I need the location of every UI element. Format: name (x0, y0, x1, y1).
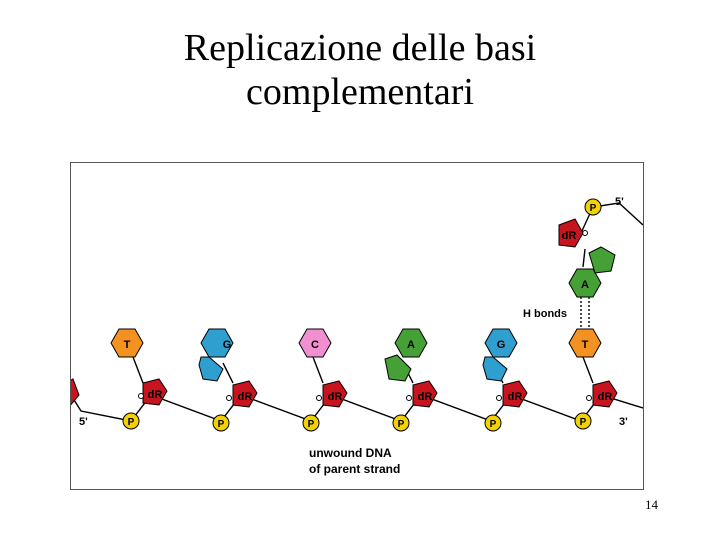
title-line-1: Replicazione delle basi (183, 27, 537, 69)
phosphate-label: P (218, 419, 225, 430)
base-a-hexagon (394, 328, 428, 358)
new-5prime-label: 5' (615, 196, 624, 208)
base-t2-hexagon (568, 328, 602, 358)
base-label-c: C (311, 339, 319, 351)
parent-3prime-label: 3' (619, 416, 628, 428)
h-bonds-label: H bonds (523, 308, 567, 320)
title-line-2: complementari (246, 71, 474, 113)
base-g2-pentagon (482, 356, 508, 382)
base-label-g: G (223, 339, 232, 351)
dna-replication-diagram: T G C A G T A (70, 162, 644, 490)
caption-line-1: unwound DNA (309, 446, 392, 460)
sugar-label: dR (508, 391, 523, 403)
sugar-label: dR (328, 391, 343, 403)
sugar-label: dR (598, 391, 613, 403)
phosphate-label: P (490, 419, 497, 430)
phosphate-label: P (308, 419, 315, 430)
base-label-g2: G (497, 339, 506, 351)
parent-sugars (142, 378, 618, 408)
base-g2-hexagon (484, 328, 518, 358)
base-g-pentagon (198, 356, 224, 382)
incoming-sugar (558, 218, 584, 248)
base-t-hexagon (110, 328, 144, 358)
page-number: 14 (645, 497, 658, 512)
sugar-label: dR (148, 389, 163, 401)
incoming-phosphate (584, 198, 602, 216)
sugar-label: dR (418, 391, 433, 403)
base-a-pentagon (384, 354, 412, 382)
caption-line-2: of parent strand (309, 462, 400, 476)
sugar-oxygen-dots (138, 230, 592, 401)
slide-title: Replicazione delle basi complementari (0, 26, 720, 114)
phosphate-label: P (580, 417, 587, 428)
sugar-pentagon-edge (71, 378, 80, 406)
phosphate-label: P (398, 419, 405, 430)
base-c-hexagon (298, 328, 332, 358)
h-bond-lines (580, 297, 590, 329)
incoming-a-hexagon (568, 268, 602, 298)
diagram-canvas: T G C A G T A (71, 196, 643, 476)
base-g-hexagon (200, 328, 234, 358)
phosphate-label: P (128, 417, 135, 428)
incoming-sugar-label: dR (562, 230, 577, 242)
sugar-labels: dR dR dR dR dR dR (148, 389, 613, 403)
phosphate-labels: P P P P P P (128, 417, 587, 430)
incoming-a-pentagon (588, 246, 616, 274)
parent-phosphates (122, 412, 592, 432)
base-label-t: T (124, 339, 131, 351)
base-label-a: A (407, 339, 415, 351)
parent-5prime-label: 5' (79, 416, 88, 428)
incoming-base-label: A (581, 279, 589, 291)
base-label-t2: T (582, 339, 589, 351)
sugar-label: dR (238, 391, 253, 403)
incoming-phosphate-label: P (590, 203, 597, 214)
